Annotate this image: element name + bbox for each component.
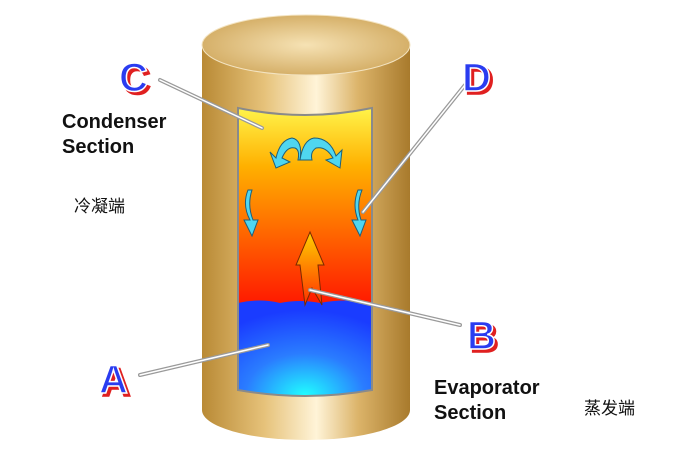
evaporator-line-2: Section [434, 402, 507, 424]
vapor-arrow [295, 230, 325, 307]
condenser-cn-label: 冷凝端 [74, 197, 125, 217]
evaporator-section-label: Evaporator Section [434, 376, 540, 426]
condenser-line-2: Section [62, 136, 135, 158]
condensate-flow-arrows [243, 137, 367, 307]
label-c: C [119, 56, 148, 100]
evaporator-line-1: Evaporator [434, 377, 540, 399]
condenser-section-label: Condenser Section [62, 110, 166, 160]
condenser-line-1: Condenser [62, 111, 167, 133]
label-a: A [99, 358, 128, 402]
label-d: D [462, 56, 491, 100]
evaporator-cn-label: 蒸发端 [584, 399, 635, 419]
label-b: B [467, 314, 496, 358]
